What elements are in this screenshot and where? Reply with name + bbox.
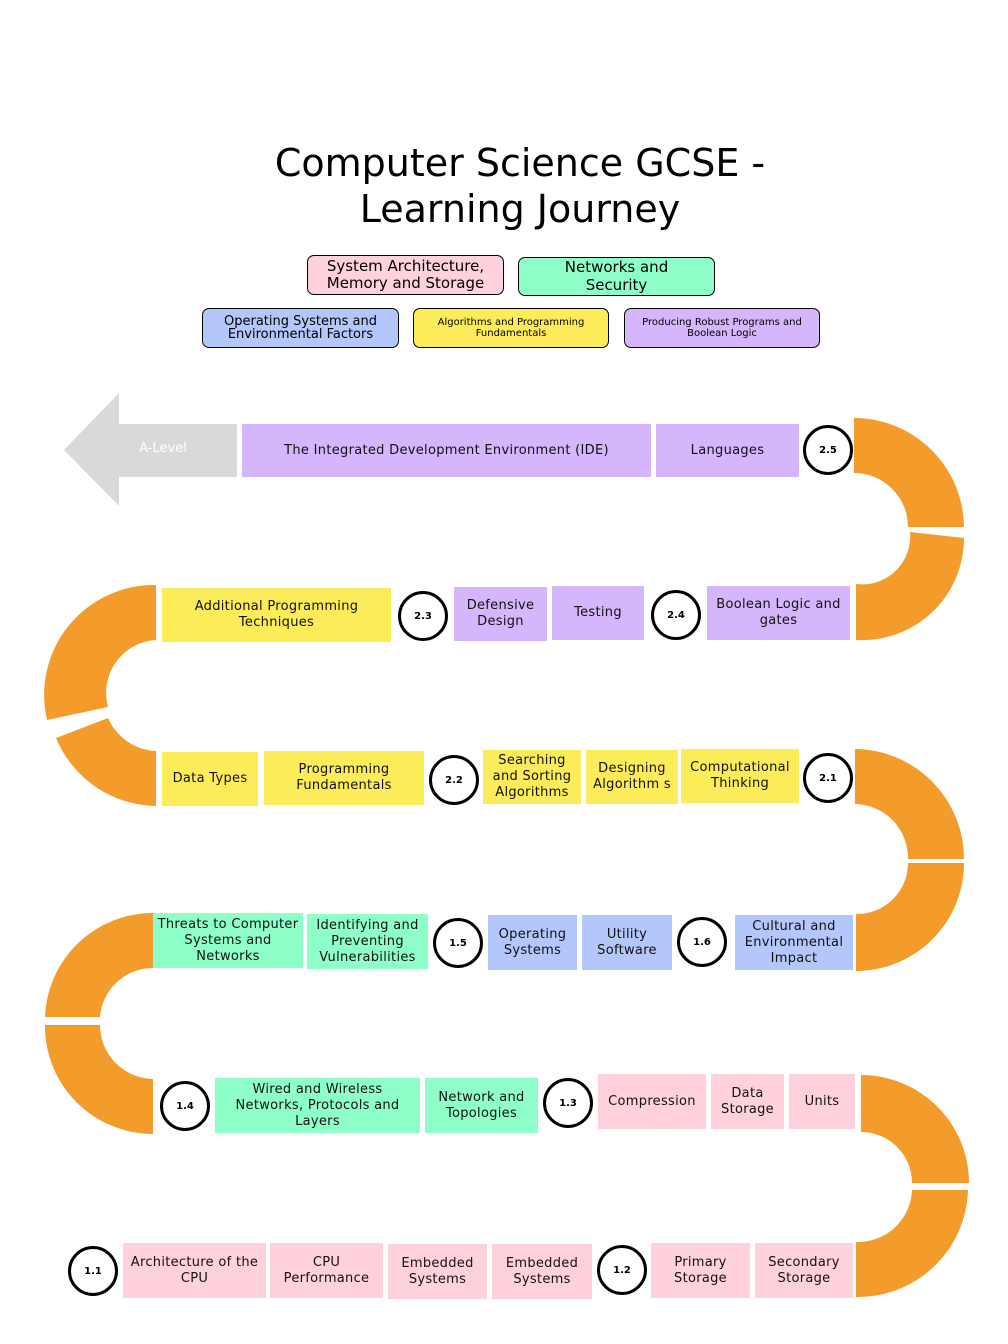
legend-operating-systems-label: Operating Systems and Environmental Fact… [224,314,377,342]
topic-boolean-logic-label: Boolean Logic and gates [716,597,841,628]
topic-data-types-label: Data Types [172,771,248,786]
track-turn-right-middle [855,749,964,859]
track-turn-left-upper [44,584,156,720]
topic-operating-systems-label: Operating Systems [498,926,567,958]
topic-cpu-performance: CPU Performance [270,1243,383,1298]
topic-architecture-cpu-label: Architecture of the CPU [130,1254,259,1286]
topic-designing-algorithms-label: Designing Algorithm s [593,761,671,792]
topic-secondary-storage-label: Secondary Storage [768,1254,840,1286]
topic-utility-software: Utility Software [582,915,672,970]
topic-vulnerabilities: Identifying and Preventing Vulnerabiliti… [307,914,428,969]
track-turn-right-top [854,418,964,527]
topic-testing: Testing [552,586,644,640]
legend-system-architecture: System Architecture, Memory and Storage [307,255,504,295]
topic-languages: Languages [656,424,799,477]
topic-programming-fundamentals: Programming Fundamentals [264,751,424,805]
topic-defensive-design: Defensive Design [454,587,547,641]
milestone-1-4: 1.4 [160,1081,210,1131]
topic-data-storage: Data Storage [711,1074,784,1129]
milestone-2-4: 2.4 [651,590,701,640]
topic-cultural-impact-label: Cultural and Environmental Impact [744,918,844,966]
topic-primary-storage: Primary Storage [651,1243,750,1298]
milestone-2-2: 2.2 [429,755,479,805]
legend-operating-systems: Operating Systems and Environmental Fact… [202,308,399,348]
topic-vulnerabilities-label: Identifying and Preventing Vulnerabiliti… [316,917,419,965]
legend-robust-programs: Producing Robust Programs and Boolean Lo… [624,308,820,348]
milestone-1-1: 1.1 [68,1246,118,1296]
a-level-arrow [64,393,237,506]
topic-compression-label: Compression [608,1093,696,1109]
milestone-1-2: 1.2 [597,1245,647,1295]
title-line-1: Computer Science GCSE - [274,141,766,185]
topic-searching-sorting-label: Searching and Sorting Algorithms [492,753,572,800]
track-turn-right-bottom-lower [856,1190,968,1298]
a-level-label: A-Level [139,441,187,456]
topic-architecture-cpu: Architecture of the CPU [123,1243,266,1298]
milestone-1-6: 1.6 [677,917,727,967]
topic-programming-fundamentals-label: Programming Fundamentals [296,762,392,793]
topic-testing-label: Testing [574,605,622,620]
track-turn-left-upper-lower [56,718,156,806]
track-turn-right-top-lower [856,532,965,641]
legend-algorithms-label: Algorithms and Programming Fundamentals [437,317,585,339]
title-line-2: Learning Journey [359,187,681,231]
topic-primary-storage-label: Primary Storage [674,1254,727,1286]
milestone-2-3: 2.3 [398,591,448,641]
page-title: Computer Science GCSE - Learning Journey [200,140,840,232]
topic-network-topologies: Network and Topologies [425,1078,538,1133]
topic-embedded-systems-2-label: Embedded Systems [505,1255,579,1287]
legend-networks-security-label: Networks and Security [564,258,669,294]
track-turn-left-lower [45,912,153,1017]
topic-units: Units [789,1074,855,1129]
legend-algorithms: Algorithms and Programming Fundamentals [413,308,609,348]
topic-languages-label: Languages [690,442,765,458]
topic-searching-sorting: Searching and Sorting Algorithms [483,750,581,804]
track-turn-right-middle-lower [856,863,964,971]
legend-robust-programs-label: Producing Robust Programs and Boolean Lo… [642,317,802,339]
topic-embedded-systems-2: Embedded Systems [492,1244,592,1299]
topic-embedded-systems-1-label: Embedded Systems [401,1255,474,1287]
topic-ide: The Integrated Development Environment (… [242,424,651,477]
topic-wired-wireless-label: Wired and Wireless Networks, Protocols a… [235,1081,400,1129]
topic-additional-programming-label: Additional Programming Techniques [194,599,359,630]
topic-defensive-design-label: Defensive Design [466,598,535,629]
topic-compression: Compression [598,1074,706,1129]
track-turn-right-bottom [861,1075,969,1183]
topic-boolean-logic: Boolean Logic and gates [707,586,850,640]
topic-ide-label: The Integrated Development Environment (… [284,442,609,458]
topic-cultural-impact: Cultural and Environmental Impact [735,915,853,970]
topic-designing-algorithms: Designing Algorithm s [586,750,678,804]
milestone-1-5: 1.5 [433,918,483,968]
topic-computational-thinking-label: Computational Thinking [690,760,790,791]
topic-network-topologies-label: Network and Topologies [438,1089,525,1121]
topic-computational-thinking: Computational Thinking [681,749,799,803]
topic-data-storage-label: Data Storage [721,1085,774,1117]
topic-threats-label: Threats to Computer Systems and Networks [157,916,299,964]
topic-utility-software-label: Utility Software [597,926,657,958]
milestone-2-5: 2.5 [803,425,853,475]
topic-operating-systems: Operating Systems [488,915,577,970]
topic-wired-wireless: Wired and Wireless Networks, Protocols a… [215,1078,420,1133]
topic-embedded-systems-1: Embedded Systems [388,1244,487,1299]
legend-networks-security: Networks and Security [518,257,715,296]
topic-cpu-performance-label: CPU Performance [283,1254,370,1286]
topic-secondary-storage: Secondary Storage [755,1243,853,1298]
legend-system-architecture-label: System Architecture, Memory and Storage [326,256,485,292]
milestone-2-1: 2.1 [803,753,853,803]
topic-threats: Threats to Computer Systems and Networks [153,913,303,968]
topic-units-label: Units [804,1093,840,1109]
topic-additional-programming: Additional Programming Techniques [162,588,391,642]
milestone-1-3: 1.3 [543,1078,593,1128]
track-turn-left-lower-bottom [44,1025,153,1134]
topic-data-types: Data Types [162,752,258,806]
